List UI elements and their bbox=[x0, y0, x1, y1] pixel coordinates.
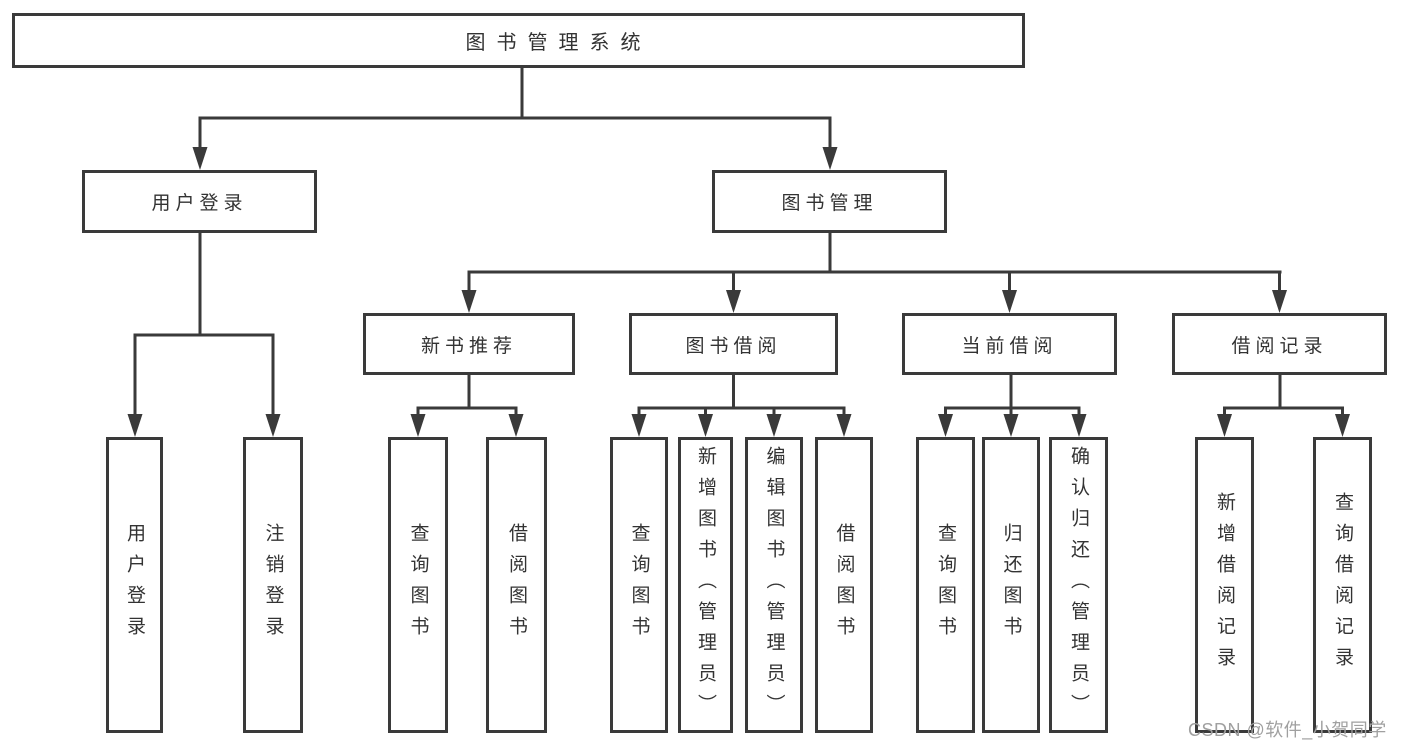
node-user-login-branch: 用户登录 bbox=[82, 170, 317, 233]
node-borrowing-records: 借阅记录 bbox=[1172, 313, 1387, 375]
leaf-query-books-borrowing: 查询图书 bbox=[610, 437, 668, 733]
arrowhead-icon bbox=[127, 414, 143, 437]
leaf-label: 注销登录 bbox=[262, 523, 284, 647]
leaf-query-borrow-record: 查询借阅记录 bbox=[1313, 437, 1372, 733]
arrowhead-icon bbox=[1002, 290, 1017, 313]
arrowhead-icon bbox=[410, 414, 426, 437]
leaf-borrow-books-recommend: 借阅图书 bbox=[486, 437, 547, 733]
arrowhead-icon bbox=[1071, 414, 1087, 437]
leaf-label: 查询图书 bbox=[628, 523, 650, 647]
arrowhead-icon bbox=[938, 414, 953, 437]
leaf-label: 归还图书 bbox=[1000, 523, 1022, 647]
arrowhead-icon bbox=[631, 414, 647, 437]
leaf-edit-book-admin: 编辑图书（管理员） bbox=[745, 437, 803, 733]
leaf-confirm-return-admin: 确认归还（管理员） bbox=[1049, 437, 1108, 733]
node-root: 图书管理系统 bbox=[12, 13, 1025, 68]
leaf-add-borrow-record: 新增借阅记录 bbox=[1195, 437, 1254, 733]
arrowhead-icon bbox=[1003, 414, 1019, 437]
leaf-label: 查询图书 bbox=[935, 523, 956, 647]
leaf-borrow-book: 借阅图书 bbox=[815, 437, 873, 733]
leaf-label: 用户登录 bbox=[124, 523, 145, 647]
leaf-add-book-admin: 新增图书（管理员） bbox=[678, 437, 733, 733]
leaf-label: 借阅图书 bbox=[833, 523, 855, 647]
arrowhead-icon bbox=[508, 414, 524, 437]
arrowhead-icon bbox=[1217, 414, 1232, 437]
arrowhead-icon bbox=[726, 290, 741, 313]
arrowhead-icon bbox=[766, 414, 782, 437]
arrowhead-icon bbox=[265, 414, 281, 437]
leaf-label: 编辑图书（管理员） bbox=[763, 445, 785, 725]
node-book-management-branch: 图书管理 bbox=[712, 170, 947, 233]
leaf-label: 确认归还（管理员） bbox=[1068, 445, 1089, 725]
leaf-label: 查询图书 bbox=[407, 523, 429, 647]
leaf-label: 新增借阅记录 bbox=[1214, 492, 1235, 678]
node-book-borrowing: 图书借阅 bbox=[629, 313, 838, 375]
leaf-label: 借阅图书 bbox=[506, 523, 527, 647]
arrowhead-icon bbox=[1272, 290, 1287, 313]
csdn-watermark: CSDN @软件_小贺同学 bbox=[1188, 720, 1387, 740]
arrowhead-icon bbox=[461, 290, 477, 313]
leaf-return-book: 归还图书 bbox=[982, 437, 1040, 733]
node-current-borrowing: 当前借阅 bbox=[902, 313, 1117, 375]
arrowhead-icon bbox=[1335, 414, 1350, 437]
arrowhead-icon bbox=[192, 147, 208, 170]
leaf-user-login: 用户登录 bbox=[106, 437, 163, 733]
leaf-logout: 注销登录 bbox=[243, 437, 303, 733]
leaf-query-books-recommend: 查询图书 bbox=[388, 437, 448, 733]
leaf-label: 新增图书（管理员） bbox=[695, 445, 716, 725]
arrowhead-icon bbox=[836, 414, 852, 437]
node-new-book-recommend: 新书推荐 bbox=[363, 313, 575, 375]
leaf-query-books-current: 查询图书 bbox=[916, 437, 975, 733]
leaf-label: 查询借阅记录 bbox=[1332, 492, 1353, 678]
arrowhead-icon bbox=[698, 414, 713, 437]
arrowhead-icon bbox=[822, 147, 838, 170]
